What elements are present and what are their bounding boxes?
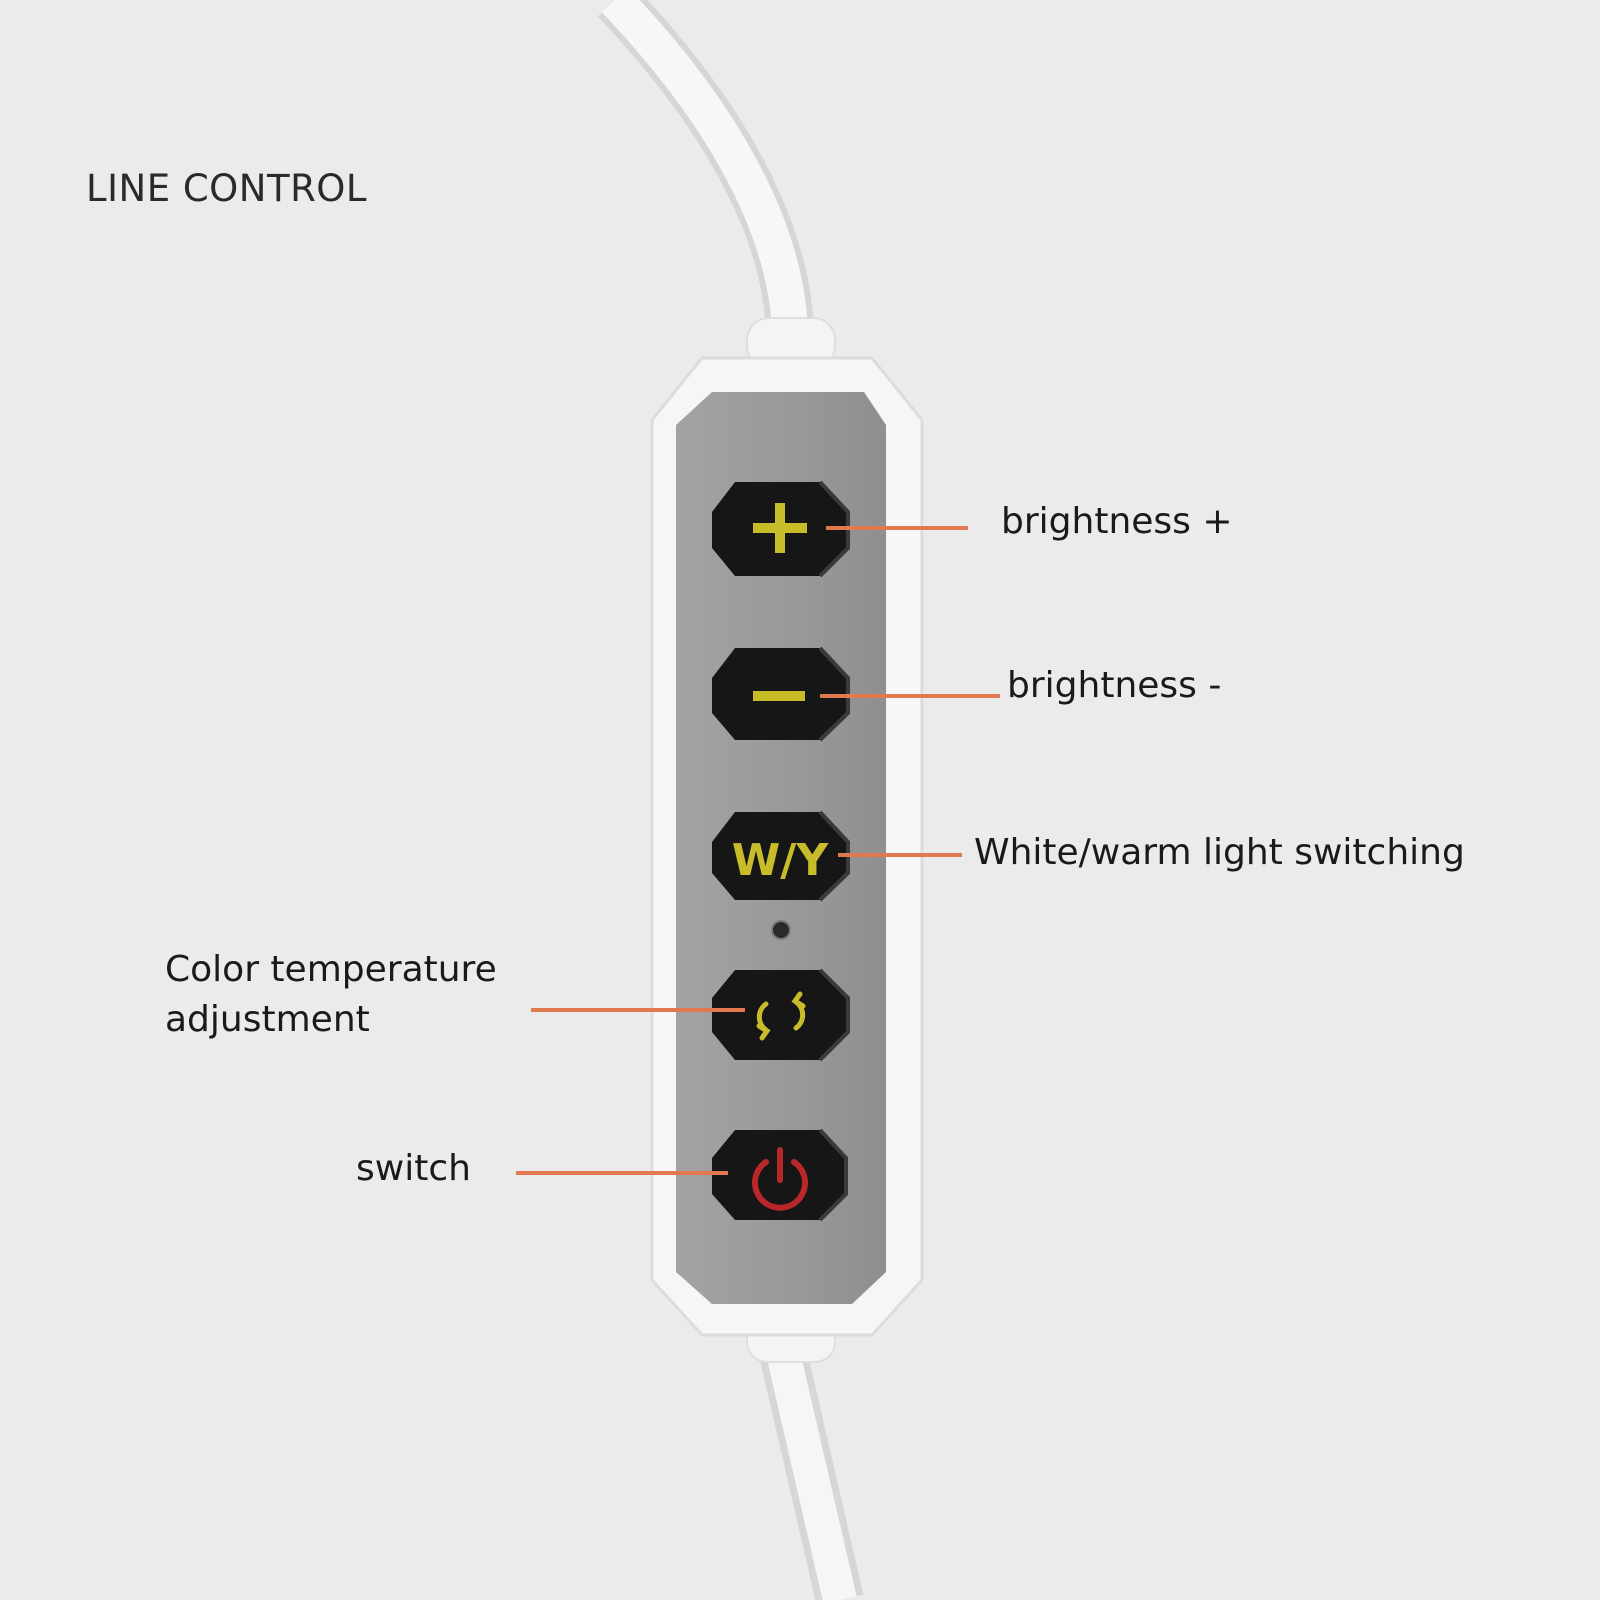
label-color-temperature-line1: Color temperature [165, 949, 497, 990]
label-color-temperature: Color temperature adjustment [165, 945, 545, 1045]
cycle-arrows-icon [756, 991, 806, 1041]
page-title: LINE CONTROL [86, 167, 368, 210]
wy-button[interactable]: W/Y [712, 810, 850, 902]
label-brightness-minus: brightness - [1007, 665, 1222, 706]
cable-bottom-highlight [763, 1336, 857, 1600]
label-white-warm-switching: White/warm light switching [974, 832, 1465, 873]
minus-icon [753, 691, 805, 701]
leader-lines [516, 526, 1000, 1175]
label-brightness-plus: brightness + [1001, 501, 1233, 542]
color-temperature-button[interactable] [712, 968, 850, 1062]
cable-top-highlight [601, 0, 808, 341]
indicator-led [771, 920, 791, 940]
wy-text-icon: W/Y [732, 835, 830, 886]
power-button[interactable] [712, 1128, 848, 1222]
power-icon [752, 1147, 808, 1211]
label-switch: switch [356, 1148, 471, 1189]
plus-icon [753, 503, 807, 553]
label-color-temperature-line2: adjustment [165, 999, 370, 1040]
